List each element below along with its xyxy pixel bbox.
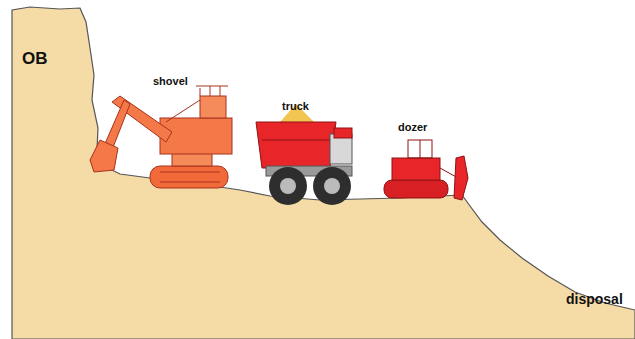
shovel-illustration <box>90 86 232 188</box>
dozer-illustration <box>384 140 468 200</box>
truck-illustration <box>256 104 352 205</box>
part-label: shovel <box>153 76 188 87</box>
part-label: dozer <box>398 122 427 133</box>
terrain <box>12 7 635 339</box>
part-label: disposal <box>566 292 623 306</box>
part-label: OB <box>22 50 48 67</box>
part-label: truck <box>282 101 309 112</box>
